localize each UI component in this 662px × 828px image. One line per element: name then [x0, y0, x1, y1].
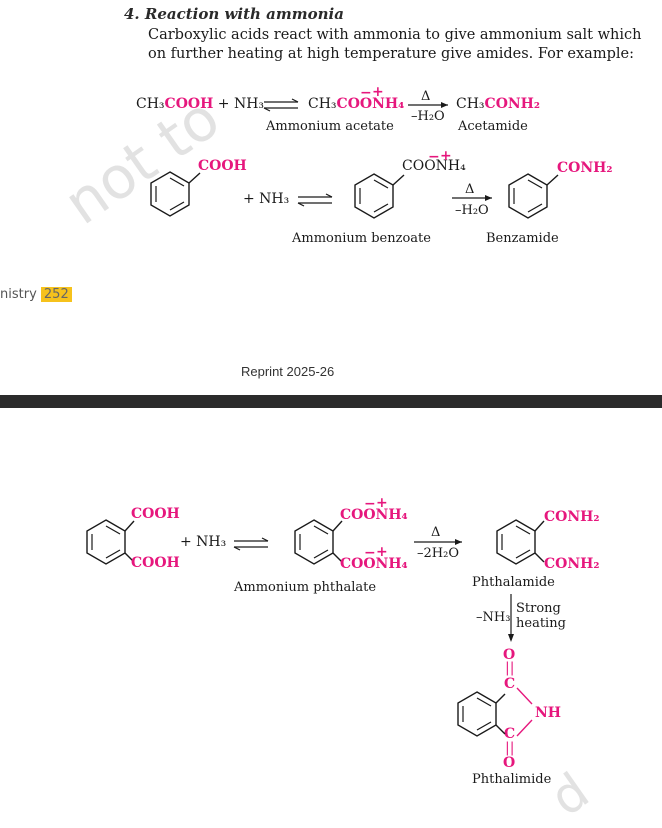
acetamide-label: Acetamide [458, 119, 528, 134]
phthalamide-label: Phthalamide [472, 575, 555, 590]
page-number: 252 [40, 287, 72, 302]
imide-bonds [516, 687, 533, 737]
minus-charge: − [360, 85, 372, 101]
carboxyl-group: COOH [164, 96, 214, 112]
reaction-arrow-down [508, 594, 514, 642]
phthalamide-conh2-bottom: CONH₂ [544, 556, 600, 572]
acetamide-formula: CH₃CONH₂ [456, 96, 541, 112]
ammonium-acetate-formula: CH₃COONH₄ [308, 96, 405, 112]
reaction-arrow [408, 102, 448, 108]
minus-two-water-label: –2H₂O [417, 546, 459, 561]
minus-charge: − [364, 496, 376, 512]
benzene-ring [354, 173, 405, 219]
ammonia-reagent: + NH₃ [243, 191, 290, 207]
benzene-ring [457, 691, 506, 737]
plus-charge: + [376, 495, 388, 511]
benzene-ring [496, 519, 545, 565]
minus-water-label: –H₂O [455, 203, 489, 218]
benzamide-conh2: CONH₂ [557, 160, 613, 176]
benzoate-group: COONH₄ [402, 158, 466, 174]
imide-double-bond-bottom: || [505, 740, 515, 756]
ammonia-reagent: + NH₃ [180, 534, 227, 550]
equilibrium-arrow [233, 537, 269, 551]
reaction-arrow [414, 539, 462, 545]
phthalic-acid-cooh-top: COOH [131, 506, 180, 522]
plus-charge: + [372, 84, 384, 100]
imide-carbon-bottom: C [504, 726, 516, 742]
methyl-group: CH₃ [136, 96, 165, 112]
imide-oxygen-bottom: O [503, 755, 516, 771]
imide-carbon-top: C [504, 676, 516, 692]
condition-strong: Strong [516, 601, 561, 616]
reprint-footer: Reprint 2025-26 [241, 364, 335, 379]
minus-charge: − [364, 545, 376, 561]
ammonium-phthalate-top: COONH₄ [340, 507, 408, 523]
minus-water-label: –H₂O [411, 109, 445, 124]
plus-charge: + [440, 148, 452, 164]
paragraph-line-2: on further heating at high temperature g… [148, 46, 634, 62]
benzene-ring [86, 519, 135, 565]
paragraph-line-1: Carboxylic acids react with ammonia to g… [148, 27, 642, 43]
section-heading: 4. Reaction with ammonia [124, 5, 344, 23]
ammonium-acetate-label: Ammonium acetate [266, 119, 394, 134]
condition-heating: heating [516, 616, 566, 631]
ammonium-phthalate-label: Ammonium phthalate [234, 580, 377, 595]
equilibrium-arrow [263, 98, 299, 112]
benzoic-acid-cooh: COOH [198, 158, 247, 174]
ammonia-reagent: + NH₃ [213, 96, 265, 112]
heat-symbol: Δ [421, 89, 431, 104]
phthalamide-conh2-top: CONH₂ [544, 509, 600, 525]
phthalic-acid-cooh-bottom: COOH [131, 555, 180, 571]
reaction-arrow [452, 195, 492, 201]
page-separator [0, 395, 662, 408]
benzene-ring [150, 171, 201, 217]
imide-nh: NH [535, 705, 562, 721]
imide-double-bond-top: || [505, 660, 515, 676]
minus-ammonia-label: –NH₃ [476, 610, 511, 625]
reaction-1-reactant: CH₃COOH + NH₃ [136, 96, 264, 112]
minus-charge: − [428, 149, 440, 165]
imide-oxygen-top: O [503, 647, 516, 663]
ammonium-benzoate-label: Ammonium benzoate [292, 231, 431, 246]
benzene-ring [508, 173, 559, 219]
equilibrium-arrow [297, 193, 333, 207]
phthalimide-label: Phthalimide [472, 772, 552, 787]
benzamide-label: Benzamide [486, 231, 559, 246]
heat-symbol: Δ [465, 182, 475, 197]
plus-charge: + [376, 544, 388, 560]
heat-symbol: Δ [431, 525, 441, 540]
benzene-ring [294, 519, 343, 565]
page-tag: nistry 252 [0, 287, 72, 302]
ammonium-phthalate-bottom: COONH₄ [340, 556, 408, 572]
subject-label: nistry [0, 287, 37, 302]
